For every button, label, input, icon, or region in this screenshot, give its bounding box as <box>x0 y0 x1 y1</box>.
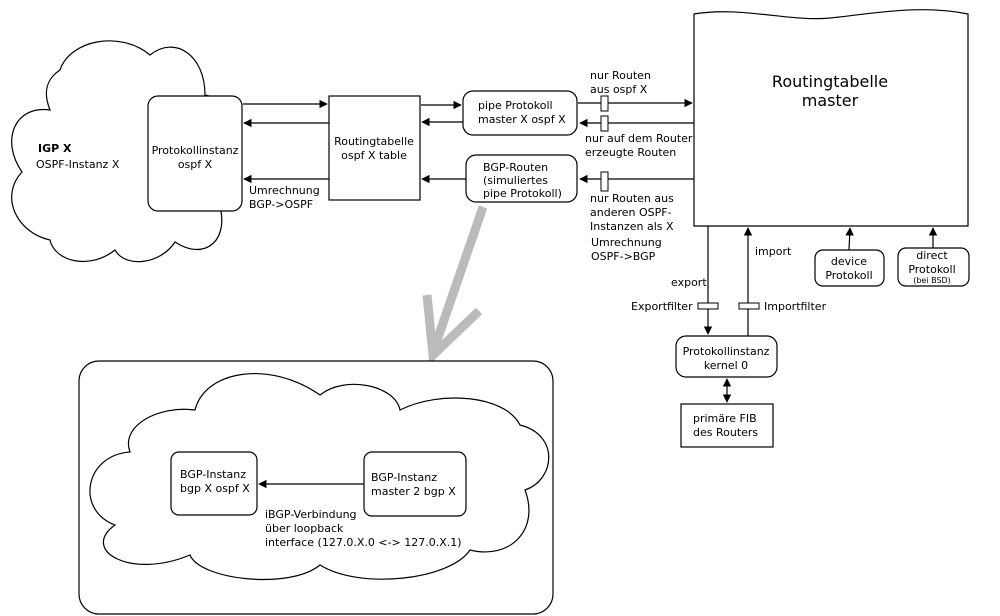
bgp-routen-line3: pipe Protokoll) <box>483 187 562 200</box>
ibgp-label-line1: iBGP-Verbindung <box>265 508 357 521</box>
label-andere-line2: anderen OSPF- <box>590 206 672 219</box>
filter-router-routes <box>600 115 609 132</box>
protokollinstanz-ospf-line2: ospf X <box>178 158 213 171</box>
import-label: import <box>755 245 792 258</box>
export-label: export <box>671 276 707 289</box>
device-protokoll-line1: device <box>831 255 867 268</box>
exportfilter-shape <box>697 302 719 310</box>
igp-subtitle: OSPF-Instanz X <box>36 158 120 171</box>
direct-protokoll-line2: Protokoll <box>908 263 955 276</box>
label-nur-routen-line1: nur Routen <box>590 69 651 82</box>
bgp-instanz-right-box <box>363 451 467 517</box>
protokollinstanz-kernel-line2: kernel 0 <box>704 359 748 372</box>
protokollinstanz-kernel-line1: Protokollinstanz <box>683 345 770 358</box>
device-protokoll-line2: Protokoll <box>825 269 872 282</box>
pipe-protokoll-line1: pipe Protokoll <box>478 99 553 112</box>
protokollinstanz-ospf-line1: Protokollinstanz <box>152 144 239 157</box>
primaere-fib-line1: primäre FIB <box>693 412 757 425</box>
bgp-routen-line1: BGP-Routen <box>483 161 548 174</box>
protokollinstanz-kernel-box <box>675 335 778 378</box>
routingtabelle-ospf-box <box>328 95 421 201</box>
exportfilter-label: Exportfilter <box>631 300 693 313</box>
bgp-instanz-left-line1: BGP-Instanz <box>180 468 246 481</box>
routingtabelle-ospf-line2: ospf X table <box>341 149 407 162</box>
primaere-fib-box <box>680 403 774 448</box>
filter-other-ospf-routes <box>600 171 609 192</box>
bgp-instanz-left-line2: bgp X ospf X <box>180 482 250 495</box>
pipe-protokoll-line2: master X ospf X <box>478 113 566 126</box>
importfilter-shape <box>738 302 760 310</box>
igp-title: IGP X <box>38 142 72 155</box>
direct-protokoll-note: (bei BSD) <box>913 276 951 285</box>
direct-protokoll-line1: direct <box>916 249 948 262</box>
bgp-instanz-left-box <box>170 451 258 516</box>
zoom-arrow <box>422 205 488 365</box>
bgp-instanz-right-line1: BGP-Instanz <box>371 471 437 484</box>
ibgp-label-line2: über loopback <box>265 522 344 535</box>
label-andere-line3: Instanzen als X <box>590 220 674 233</box>
label-nur-routen-line2: aus ospf X <box>590 83 648 96</box>
label-nur-router-line1: nur auf dem Router <box>585 132 693 145</box>
label-nur-router-line2: erzeugte Routen <box>585 146 676 159</box>
bgp-routen-line2: (simuliertes <box>483 174 548 187</box>
routingtabelle-master-shape <box>693 9 969 227</box>
umrechnung-ospf-bgp-line1: Umrechnung <box>591 236 662 249</box>
routingtabelle-master-line2: master <box>802 91 859 110</box>
ibgp-label-line3: interface (127.0.X.0 <-> 127.0.X.1) <box>265 536 462 549</box>
arrow-device-to-master <box>845 227 854 251</box>
label-andere-line1: nur Routen aus <box>590 192 674 205</box>
bgp-instanz-right-line2: master 2 bgp X <box>371 485 456 498</box>
pipe-protokoll-box <box>462 90 578 136</box>
importfilter-label: Importfilter <box>764 300 827 313</box>
umrechnung-bgp-ospf-line1: Umrechnung <box>249 184 320 197</box>
routingtabelle-ospf-line1: Routingtabelle <box>334 135 414 148</box>
routingtabelle-master-line1: Routingtabelle <box>772 72 888 91</box>
detail-cloud <box>89 373 550 581</box>
umrechnung-ospf-bgp-line2: OSPF->BGP <box>591 250 656 263</box>
protokollinstanz-ospf-box <box>147 95 243 212</box>
primaere-fib-line2: des Routers <box>693 426 758 439</box>
umrechnung-bgp-ospf-line2: BGP->OSPF <box>249 198 313 211</box>
filter-ospf-routes <box>600 95 609 112</box>
